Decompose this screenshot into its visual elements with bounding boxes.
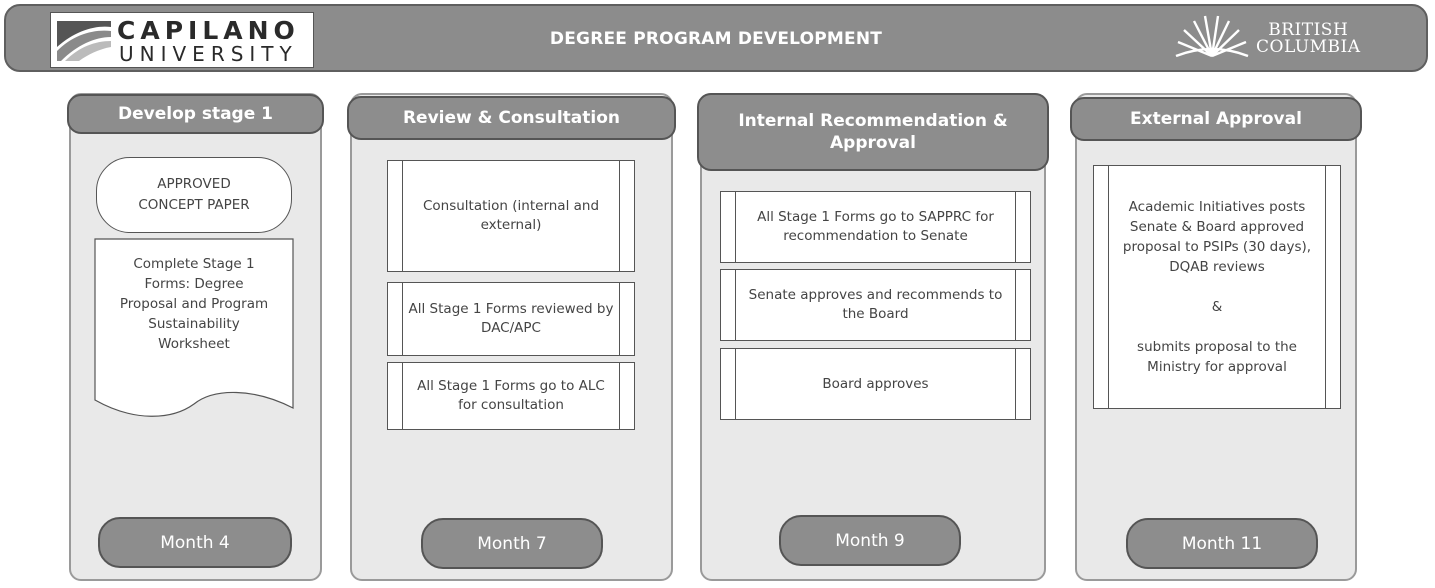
stage-1-forms-document — [94, 238, 294, 417]
consultation-step: Consultation (internal and external) — [387, 160, 635, 272]
senate-approval-step: Senate approves and recommends to the Bo… — [720, 269, 1031, 341]
stage-review-month: Month 7 — [421, 518, 603, 569]
sapprc-recommendation-step: All Stage 1 Forms go to SAPPRC for recom… — [720, 191, 1031, 263]
stage-internal-approval-header: Internal Recommendation & Approval — [697, 93, 1049, 171]
stage-develop-month: Month 4 — [98, 517, 292, 568]
external-approval-step: Academic Initiatives posts Senate & Boar… — [1093, 165, 1341, 409]
stage-review-header: Review & Consultation — [347, 96, 676, 140]
page-title: DEGREE PROGRAM DEVELOPMENT — [549, 29, 883, 49]
terminal-label: APPROVED CONCEPT PAPER — [138, 176, 250, 213]
header-bar: CAPILANO UNIVERSITY DEGREE PROGRAM DEVEL… — [4, 4, 1428, 72]
step-text: All Stage 1 Forms reviewed by DAC/APC — [408, 301, 614, 336]
sun-emblem-icon — [1175, 15, 1249, 58]
approved-concept-paper-terminal: APPROVED CONCEPT PAPER — [96, 157, 292, 233]
capilano-emblem-icon — [57, 21, 111, 61]
stage-external-approval-month: Month 11 — [1126, 518, 1318, 569]
step-text: Board approves — [822, 375, 929, 392]
step-text: Senate approves and recommends to the Bo… — [748, 287, 1003, 322]
stage-external-approval-header: External Approval — [1070, 97, 1362, 141]
british-columbia-logo: BRITISH COLUMBIA — [1172, 12, 1392, 66]
stage-1-forms-text: Complete Stage 1 Forms: Degree Proposal … — [119, 256, 269, 352]
alc-consultation-step: All Stage 1 Forms go to ALC for consulta… — [387, 362, 635, 430]
board-approval-step: Board approves — [720, 348, 1031, 420]
step-text: Academic Initiatives posts Senate & Boar… — [1122, 199, 1312, 375]
logo-subname: UNIVERSITY — [119, 42, 298, 66]
bc-wordmark: BRITISH COLUMBIA — [1256, 22, 1361, 56]
review-dac-apc-step: All Stage 1 Forms reviewed by DAC/APC — [387, 282, 635, 356]
stage-develop-header: Develop stage 1 — [67, 94, 324, 134]
logo-name: CAPILANO — [117, 16, 300, 45]
capilano-university-logo: CAPILANO UNIVERSITY — [50, 12, 314, 68]
step-text: Consultation (internal and external) — [422, 198, 600, 233]
stage-internal-approval-month: Month 9 — [779, 515, 961, 566]
bc-line-1: BRITISH — [1268, 20, 1349, 40]
step-text: All Stage 1 Forms go to ALC for consulta… — [417, 378, 605, 413]
step-text: All Stage 1 Forms go to SAPPRC for recom… — [757, 209, 994, 244]
bc-line-2: COLUMBIA — [1256, 37, 1361, 57]
